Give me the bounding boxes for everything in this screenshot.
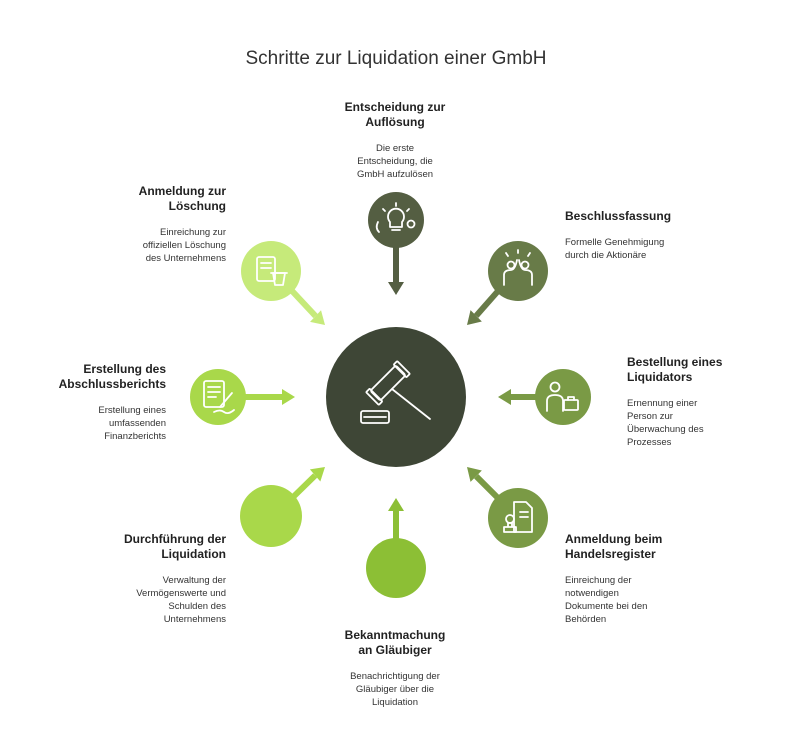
arrow-head — [388, 498, 404, 511]
step-handelsregister — [467, 467, 548, 548]
step-circle — [241, 241, 301, 301]
arrow-head — [310, 310, 325, 325]
arrow-head — [309, 467, 325, 482]
step-circle — [535, 369, 591, 425]
step-abschluss — [190, 369, 295, 425]
arrow-head — [467, 310, 482, 325]
step-circle — [190, 369, 246, 425]
step-circle — [366, 538, 426, 598]
step-entscheidung — [368, 192, 424, 295]
connector-arrow — [473, 288, 501, 318]
step-glaeubiger — [366, 498, 426, 598]
connector-arrow — [289, 288, 318, 319]
step-circle — [368, 192, 424, 248]
lightbulb-gear-icon — [375, 202, 416, 233]
step-circle — [240, 485, 302, 547]
step-beschluss — [467, 241, 548, 325]
arrow-head — [498, 389, 511, 405]
person-briefcase-icon — [546, 381, 579, 412]
connector-arrow — [290, 473, 318, 500]
arrow-head — [467, 467, 482, 482]
document-stamp-icon — [503, 501, 533, 533]
people-agreement-icon — [503, 249, 533, 286]
center-circle — [326, 327, 466, 467]
arrow-head — [388, 282, 404, 295]
gavel-icon — [360, 360, 431, 424]
step-circle — [488, 241, 548, 301]
diagram-title: Schritte zur Liquidation einer GmbH — [245, 48, 547, 69]
step-circle — [488, 488, 548, 548]
report-pen-icon — [203, 380, 235, 415]
arrow-head — [282, 389, 295, 405]
document-trash-icon — [256, 256, 288, 286]
center-node — [326, 327, 466, 467]
step-durchfuehrung — [240, 467, 325, 547]
step-loeschung — [241, 241, 325, 325]
connector-arrow — [474, 474, 501, 501]
step-liquidator — [498, 369, 591, 425]
